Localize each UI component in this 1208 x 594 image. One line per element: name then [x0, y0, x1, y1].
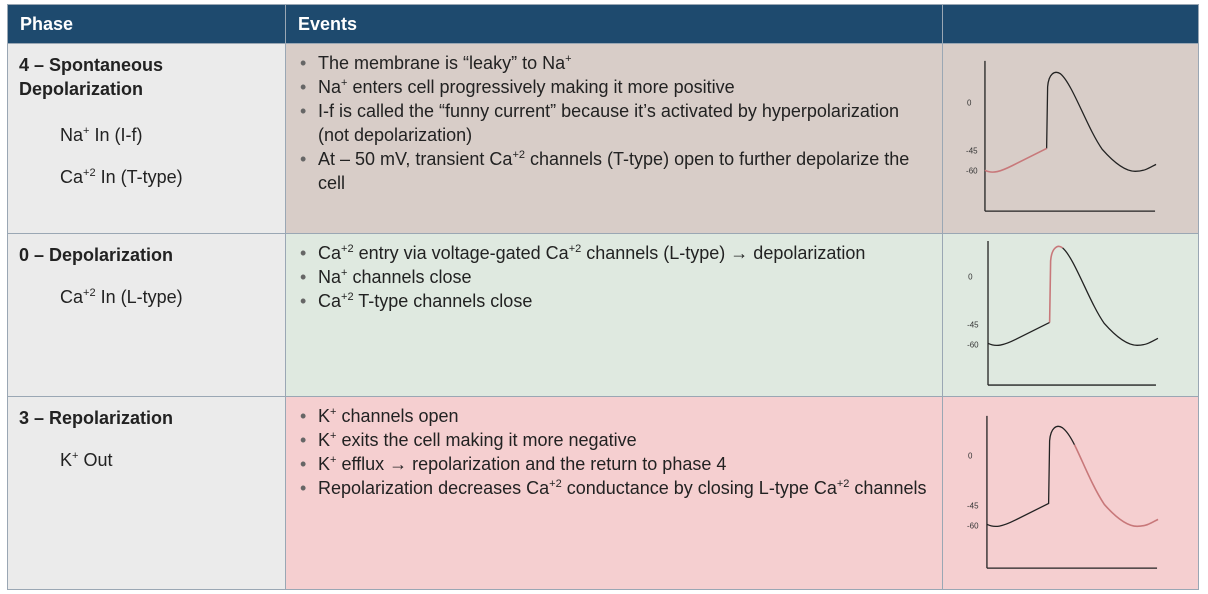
list-item: The membrane is “leaky” to Na+	[300, 51, 934, 75]
phase-ion: Ca+2 In (L-type)	[60, 285, 274, 309]
events-list: The membrane is “leaky” to Na+ Na+ enter…	[298, 51, 934, 195]
events-list: Ca+2 entry via voltage-gated Ca+2 channe…	[298, 241, 934, 313]
label-0: 0	[968, 452, 973, 461]
header-graph	[942, 4, 1199, 44]
ion-pre: Na	[60, 125, 84, 145]
phase-title: 3 – Repolarization	[19, 406, 274, 430]
phase-title: 4 – Spontaneous Depolarization	[19, 53, 274, 101]
phase-ion: K+ Out	[60, 448, 274, 472]
table-row-phase-3: 3 – Repolarization K+ Out K+ channels op…	[7, 396, 1199, 590]
ion-sup: +2	[83, 167, 96, 179]
list-item: Repolarization decreases Ca+2 conductanc…	[300, 476, 934, 500]
list-item: Na+ enters cell progressively making it …	[300, 75, 934, 99]
phase-cell: 4 – Spontaneous Depolarization Na+ In (I…	[7, 43, 286, 234]
list-item: At – 50 mV, transient Ca+2 channels (T-t…	[300, 147, 934, 195]
phase-cell: 3 – Repolarization K+ Out	[7, 396, 286, 590]
events-cell: K+ channels open K+ exits the cell makin…	[285, 396, 943, 590]
ion-pre: K	[60, 450, 73, 470]
phase-cell: 0 – Depolarization Ca+2 In (L-type)	[7, 233, 286, 397]
table-row-phase-4: 4 – Spontaneous Depolarization Na+ In (I…	[7, 43, 1199, 234]
ion-post: Out	[78, 450, 113, 470]
ion-post: In (I-f)	[89, 125, 143, 145]
header-phase: Phase	[7, 4, 286, 44]
phase-title-line1: 0 – Depolarization	[19, 245, 174, 265]
phase-events-table: Phase Events 4 – Spontaneous Depolarizat…	[7, 4, 1199, 590]
phase-ion: Ca+2 In (T-type)	[60, 165, 274, 189]
label-60: -60	[967, 521, 979, 530]
graph-svg: 0 -45 -60	[967, 240, 1159, 386]
list-item: K+ efflux → repolarization and the retur…	[300, 452, 934, 476]
label-60: -60	[966, 166, 978, 175]
graph-svg: 0 -45 -60	[967, 415, 1159, 569]
phase-ion: Na+ In (I-f)	[60, 123, 274, 147]
list-item: Ca+2 entry via voltage-gated Ca+2 channe…	[300, 241, 934, 265]
table-row-phase-0: 0 – Depolarization Ca+2 In (L-type) Ca+2…	[7, 233, 1199, 397]
table-header-row: Phase Events	[7, 4, 1199, 44]
ion-sup: +	[83, 125, 90, 137]
events-cell: The membrane is “leaky” to Na+ Na+ enter…	[285, 43, 943, 234]
phase-4-highlight	[984, 147, 1047, 173]
phase-title: 0 – Depolarization	[19, 243, 274, 267]
graph-svg: 0 -45 -60	[966, 60, 1157, 212]
ion-sup: +	[72, 450, 79, 462]
ion-pre: Ca	[60, 167, 84, 187]
list-item: K+ channels open	[300, 404, 934, 428]
action-potential-graph: 0 -45 -60	[942, 233, 1199, 397]
list-item: Ca+2 T-type channels close	[300, 289, 934, 313]
label-0: 0	[968, 273, 973, 282]
label-45: -45	[966, 146, 978, 155]
events-list: K+ channels open K+ exits the cell makin…	[298, 404, 934, 500]
trace-path	[1045, 71, 1157, 172]
ion-pre: Ca	[60, 287, 84, 307]
phase-title-line1: 4 – Spontaneous	[19, 55, 164, 75]
label-45: -45	[967, 320, 979, 329]
ion-sup: +2	[83, 287, 96, 299]
action-potential-graph: 0 -45 -60	[942, 396, 1199, 590]
list-item: I-f is called the “funny current” becaus…	[300, 99, 934, 147]
trace-path	[987, 247, 1159, 347]
ion-post: In (L-type)	[95, 287, 183, 307]
events-cell: Ca+2 entry via voltage-gated Ca+2 channe…	[285, 233, 943, 397]
phase-3-highlight	[1073, 444, 1159, 528]
phase-title-line2: Depolarization	[19, 79, 144, 99]
trace-path	[986, 425, 1076, 528]
label-0: 0	[967, 99, 972, 108]
header-events: Events	[285, 4, 943, 44]
list-item: K+ exits the cell making it more negativ…	[300, 428, 934, 452]
label-60: -60	[967, 340, 979, 349]
ion-post: In (T-type)	[95, 167, 183, 187]
phase-title-line1: 3 – Repolarization	[19, 408, 174, 428]
phase-0-highlight	[1048, 245, 1064, 323]
action-potential-graph: 0 -45 -60	[942, 43, 1199, 234]
label-45: -45	[967, 501, 979, 510]
list-item: Na+ channels close	[300, 265, 934, 289]
